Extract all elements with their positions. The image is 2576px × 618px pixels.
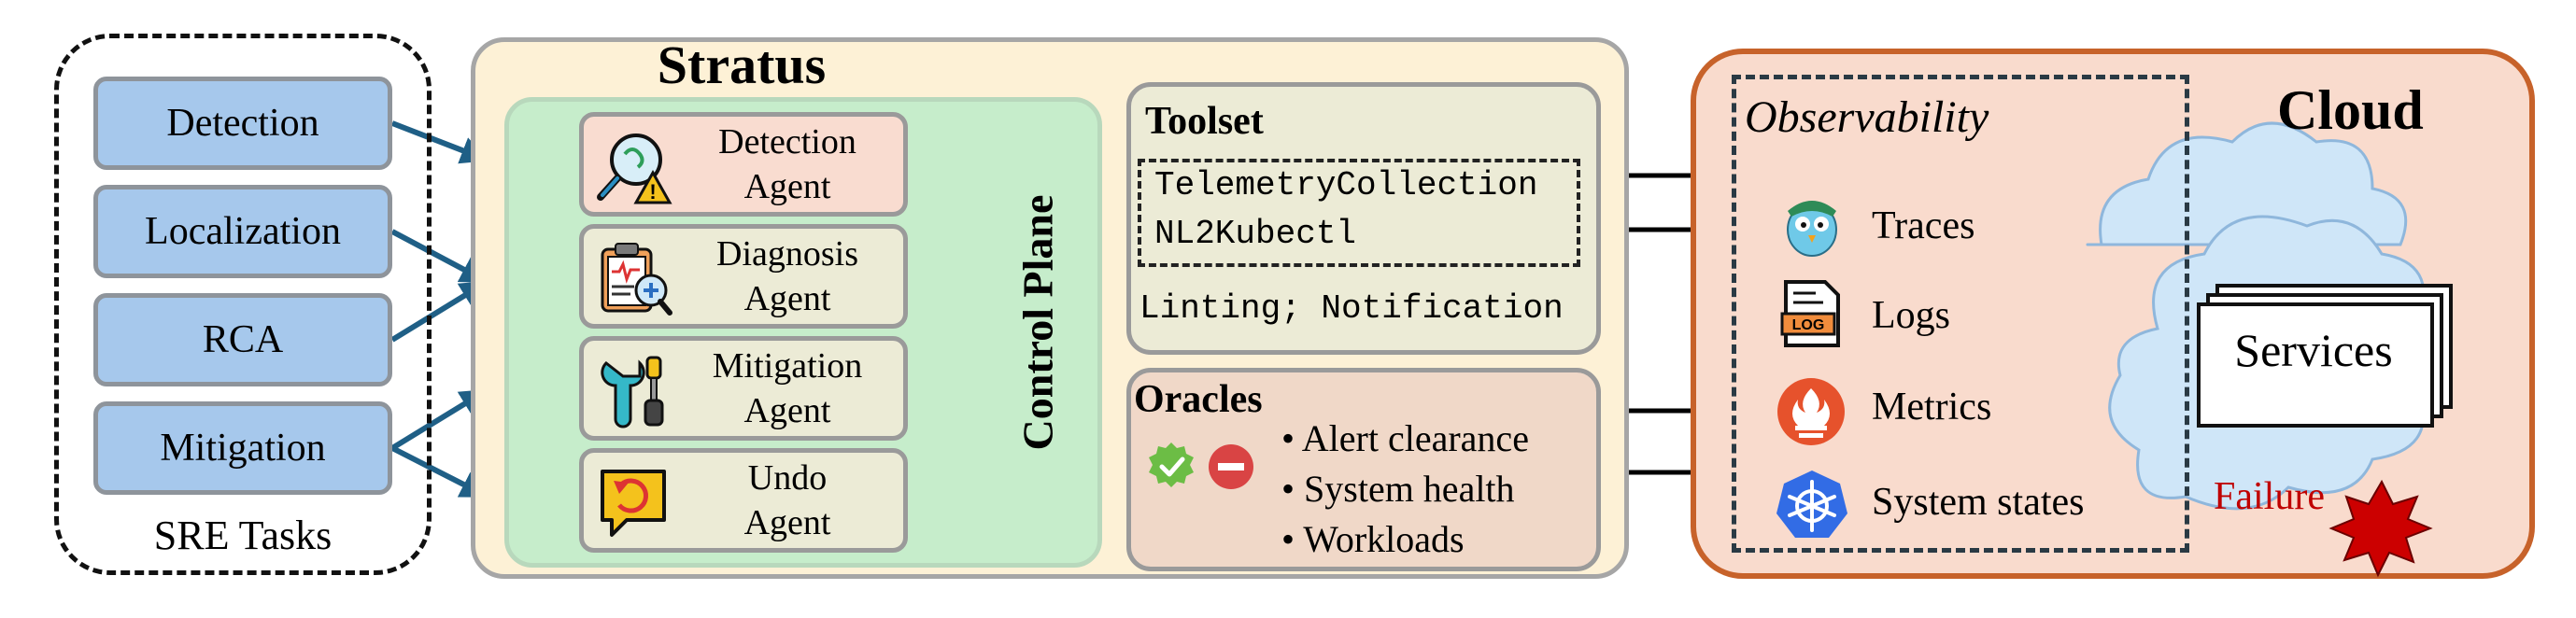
check-badge-icon [1149,442,1194,487]
arrow-detection-to-detection-agent [390,120,489,164]
arrow-localization-to-diagnosis-agent [390,229,489,283]
kubernetes-wheel-icon [1776,471,1847,538]
services-stack [2197,284,2453,428]
svg-text:LOG: LOG [1792,317,1825,333]
oracle-status-icons [1149,442,1253,489]
obs-logs: Logs [1872,294,1950,337]
arrow-mitigation-to-mitigation-agent [390,388,489,451]
tool-telemetry-collection: TelemetryCollection [1154,166,1538,204]
tool-list-frame [1138,159,1580,267]
undo-message-icon [601,470,666,537]
obs-metrics: Metrics [1872,386,1992,428]
bird-mascot-icon [1787,201,1837,257]
obs-traces: Traces [1872,204,1975,247]
task-detection: Detection [93,77,392,170]
log-file-icon: LOG [1780,280,1840,347]
no-entry-icon [1209,444,1253,489]
control-plane-label: Control Plane [1013,194,1062,450]
cloud-title: Cloud [2277,79,2424,141]
oracles-panel [1126,368,1601,571]
observability-frame [1732,75,2189,553]
toolset-panel [1126,82,1601,355]
magnifier-warning-icon: ! [597,133,672,204]
task-mitigation: Mitigation [93,401,392,495]
toolset-title: Toolset [1145,100,1264,143]
sre-tasks-caption: SRE Tasks [153,513,333,558]
stratus-title: Stratus [657,35,827,95]
task-localization: Localization [93,185,392,278]
oracle-system-health: • System health [1281,468,1515,510]
sre-tasks-group [54,34,432,575]
cloud-shapes [2086,121,2453,578]
svg-text:!: ! [649,180,656,204]
arrow-rca-to-diagnosis-agent [390,280,489,343]
arrow-mitigation-to-undo-agent [390,445,489,498]
clipboard-report-icon [601,243,672,316]
task-rca: RCA [93,293,392,386]
failure-burst-icon [2328,479,2433,578]
failure-label: Failure [2214,475,2325,518]
oracle-workloads: • Workloads [1281,518,1465,560]
obs-system-states: System states [1872,481,2085,524]
wrench-screwdriver-icon [601,356,664,428]
tool-nl2kubectl: NL2Kubectl [1154,215,1357,253]
observability-title: Observability [1745,92,1989,142]
services-label: Services [2234,324,2393,376]
oracles-title: Oracles [1134,378,1263,421]
oracle-alert-clearance: • Alert clearance [1281,417,1529,459]
tool-linting-notification: Linting; Notification [1139,289,1564,328]
prometheus-flame-icon [1777,378,1845,445]
